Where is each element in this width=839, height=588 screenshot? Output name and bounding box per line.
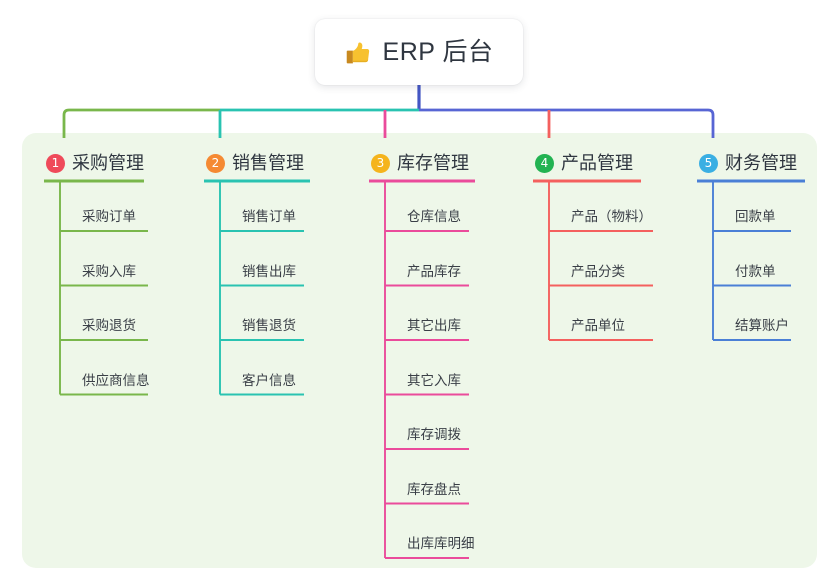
branch-badge-5: 5 [699,153,718,173]
branch-label-1: 采购管理 [72,153,144,173]
leaf-node[interactable]: 供应商信息 [82,372,150,388]
leaf-node[interactable]: 产品（物料） [571,209,652,224]
branch-header-5[interactable]: 5 财务管理 [699,151,797,175]
branch-label-3: 库存管理 [397,153,469,173]
leaf-node[interactable]: 产品单位 [571,318,625,333]
leaf-node[interactable]: 出库库明细 [407,536,475,551]
branches-backdrop-panel [22,133,817,568]
leaf-node[interactable]: 其它入库 [407,372,461,388]
leaf-node[interactable]: 客户信息 [242,372,296,388]
leaf-node[interactable]: 库存盘点 [407,481,461,497]
leaf-node[interactable]: 付款单 [735,263,776,279]
leaf-node[interactable]: 其它出库 [407,318,461,333]
branch-badge-1: 1 [46,153,65,173]
leaf-node[interactable]: 产品库存 [407,263,461,279]
thumbs-up-icon [346,42,369,63]
branch-label-5: 财务管理 [725,153,797,173]
branch-header-4[interactable]: 4 产品管理 [535,151,633,175]
branch-badge-3: 3 [371,153,390,173]
leaf-node[interactable]: 销售订单 [242,209,296,224]
leaf-node[interactable]: 销售出库 [242,263,296,279]
leaf-node[interactable]: 产品分类 [571,263,625,279]
branch-badge-4: 4 [535,153,554,173]
leaf-node[interactable]: 采购退货 [82,318,136,333]
root-node[interactable]: ERP 后台 [315,19,523,85]
leaf-node[interactable]: 结算账户 [735,318,789,333]
leaf-node[interactable]: 仓库信息 [407,209,461,224]
branch-label-2: 销售管理 [232,153,304,173]
root-node-title: ERP 后台 [382,37,494,66]
leaf-node[interactable]: 销售退货 [242,318,296,333]
branch-label-4: 产品管理 [561,153,633,173]
leaf-node[interactable]: 采购入库 [82,263,136,279]
branch-badge-2: 2 [206,153,225,173]
leaf-node[interactable]: 采购订单 [82,209,136,224]
branch-header-3[interactable]: 3 库存管理 [371,151,469,175]
branch-header-1[interactable]: 1 采购管理 [46,151,144,175]
branch-header-2[interactable]: 2 销售管理 [206,151,304,175]
leaf-node[interactable]: 库存调拨 [407,427,461,442]
root-node-content: ERP 后台 [345,39,494,66]
leaf-node[interactable]: 回款单 [735,209,776,224]
